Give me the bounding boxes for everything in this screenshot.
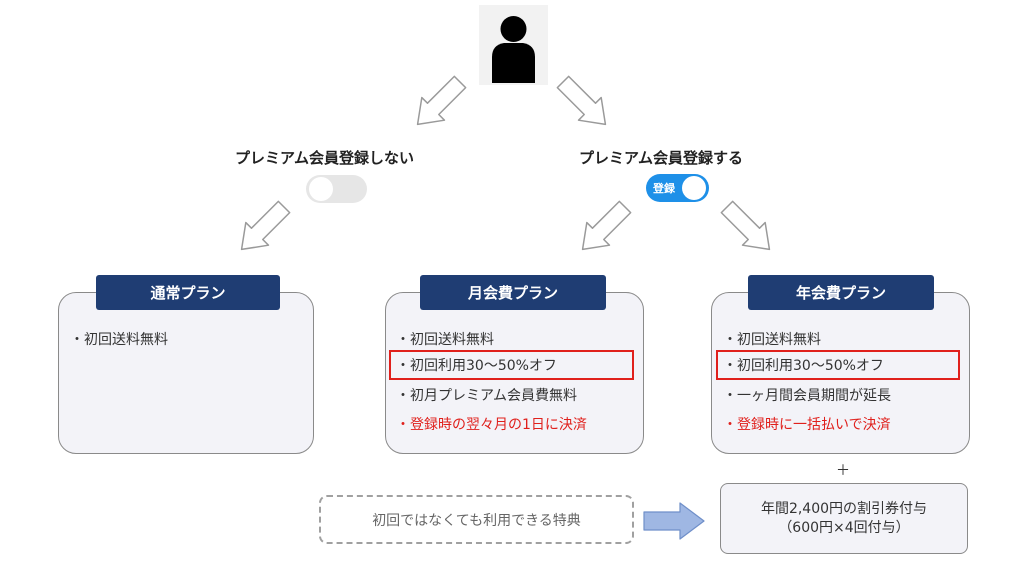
toggle-on-label: 登録 — [653, 182, 675, 195]
plan-title-normal: 通常プラン — [96, 275, 280, 310]
plan-card-monthly — [385, 292, 644, 454]
coupon-line-1: 年間2,400円の割引券付与 — [760, 500, 928, 517]
plan-feature: ・初月プレミアム会員費無料 — [396, 388, 578, 404]
plan-feature: ・登録時の翌々月の1日に決済 — [396, 417, 587, 433]
arrow-icon — [570, 194, 638, 262]
plan-feature: ・初回送料無料 — [396, 332, 494, 348]
plan-title-monthly: 月会費プラン — [420, 275, 606, 310]
arrow-icon — [714, 194, 782, 262]
plan-feature: ・登録時に一括払いで決済 — [723, 417, 891, 433]
arrow-icon — [550, 69, 618, 137]
highlight-box — [389, 350, 634, 380]
coupon-box: 年間2,400円の割引券付与 （600円×4回付与） — [720, 483, 968, 554]
toggle-knob — [309, 177, 333, 201]
plan-feature: ・一ヶ月間会員期間が延長 — [723, 388, 891, 404]
plan-card-normal — [58, 292, 314, 454]
coupon-line-2: （600円×4回付与） — [778, 519, 910, 536]
plus-sign: ＋ — [836, 463, 850, 479]
person-icon — [492, 16, 535, 83]
highlight-box — [716, 350, 960, 380]
choice-no-premium-label: プレミアム会員登録しない — [235, 149, 414, 167]
premium-toggle-off[interactable] — [306, 175, 367, 203]
premium-toggle-on[interactable]: 登録 — [646, 174, 709, 202]
arrow-icon — [405, 69, 473, 137]
arrow-icon — [229, 194, 297, 262]
extra-benefit-label: 初回ではなくても利用できる特典 — [372, 512, 581, 529]
toggle-knob — [682, 176, 706, 200]
plan-title-annual: 年会費プラン — [748, 275, 934, 310]
extra-benefit-box: 初回ではなくても利用できる特典 — [319, 495, 634, 544]
avatar — [479, 5, 548, 85]
plan-feature: ・初回送料無料 — [70, 332, 168, 348]
arrow-icon — [643, 502, 705, 540]
plan-feature: ・初回利用30～50%オフ — [723, 358, 884, 374]
plan-feature: ・初回利用30～50%オフ — [396, 358, 557, 374]
plan-feature: ・初回送料無料 — [723, 332, 821, 348]
choice-premium-label: プレミアム会員登録する — [579, 149, 743, 167]
plan-card-annual — [711, 292, 970, 454]
